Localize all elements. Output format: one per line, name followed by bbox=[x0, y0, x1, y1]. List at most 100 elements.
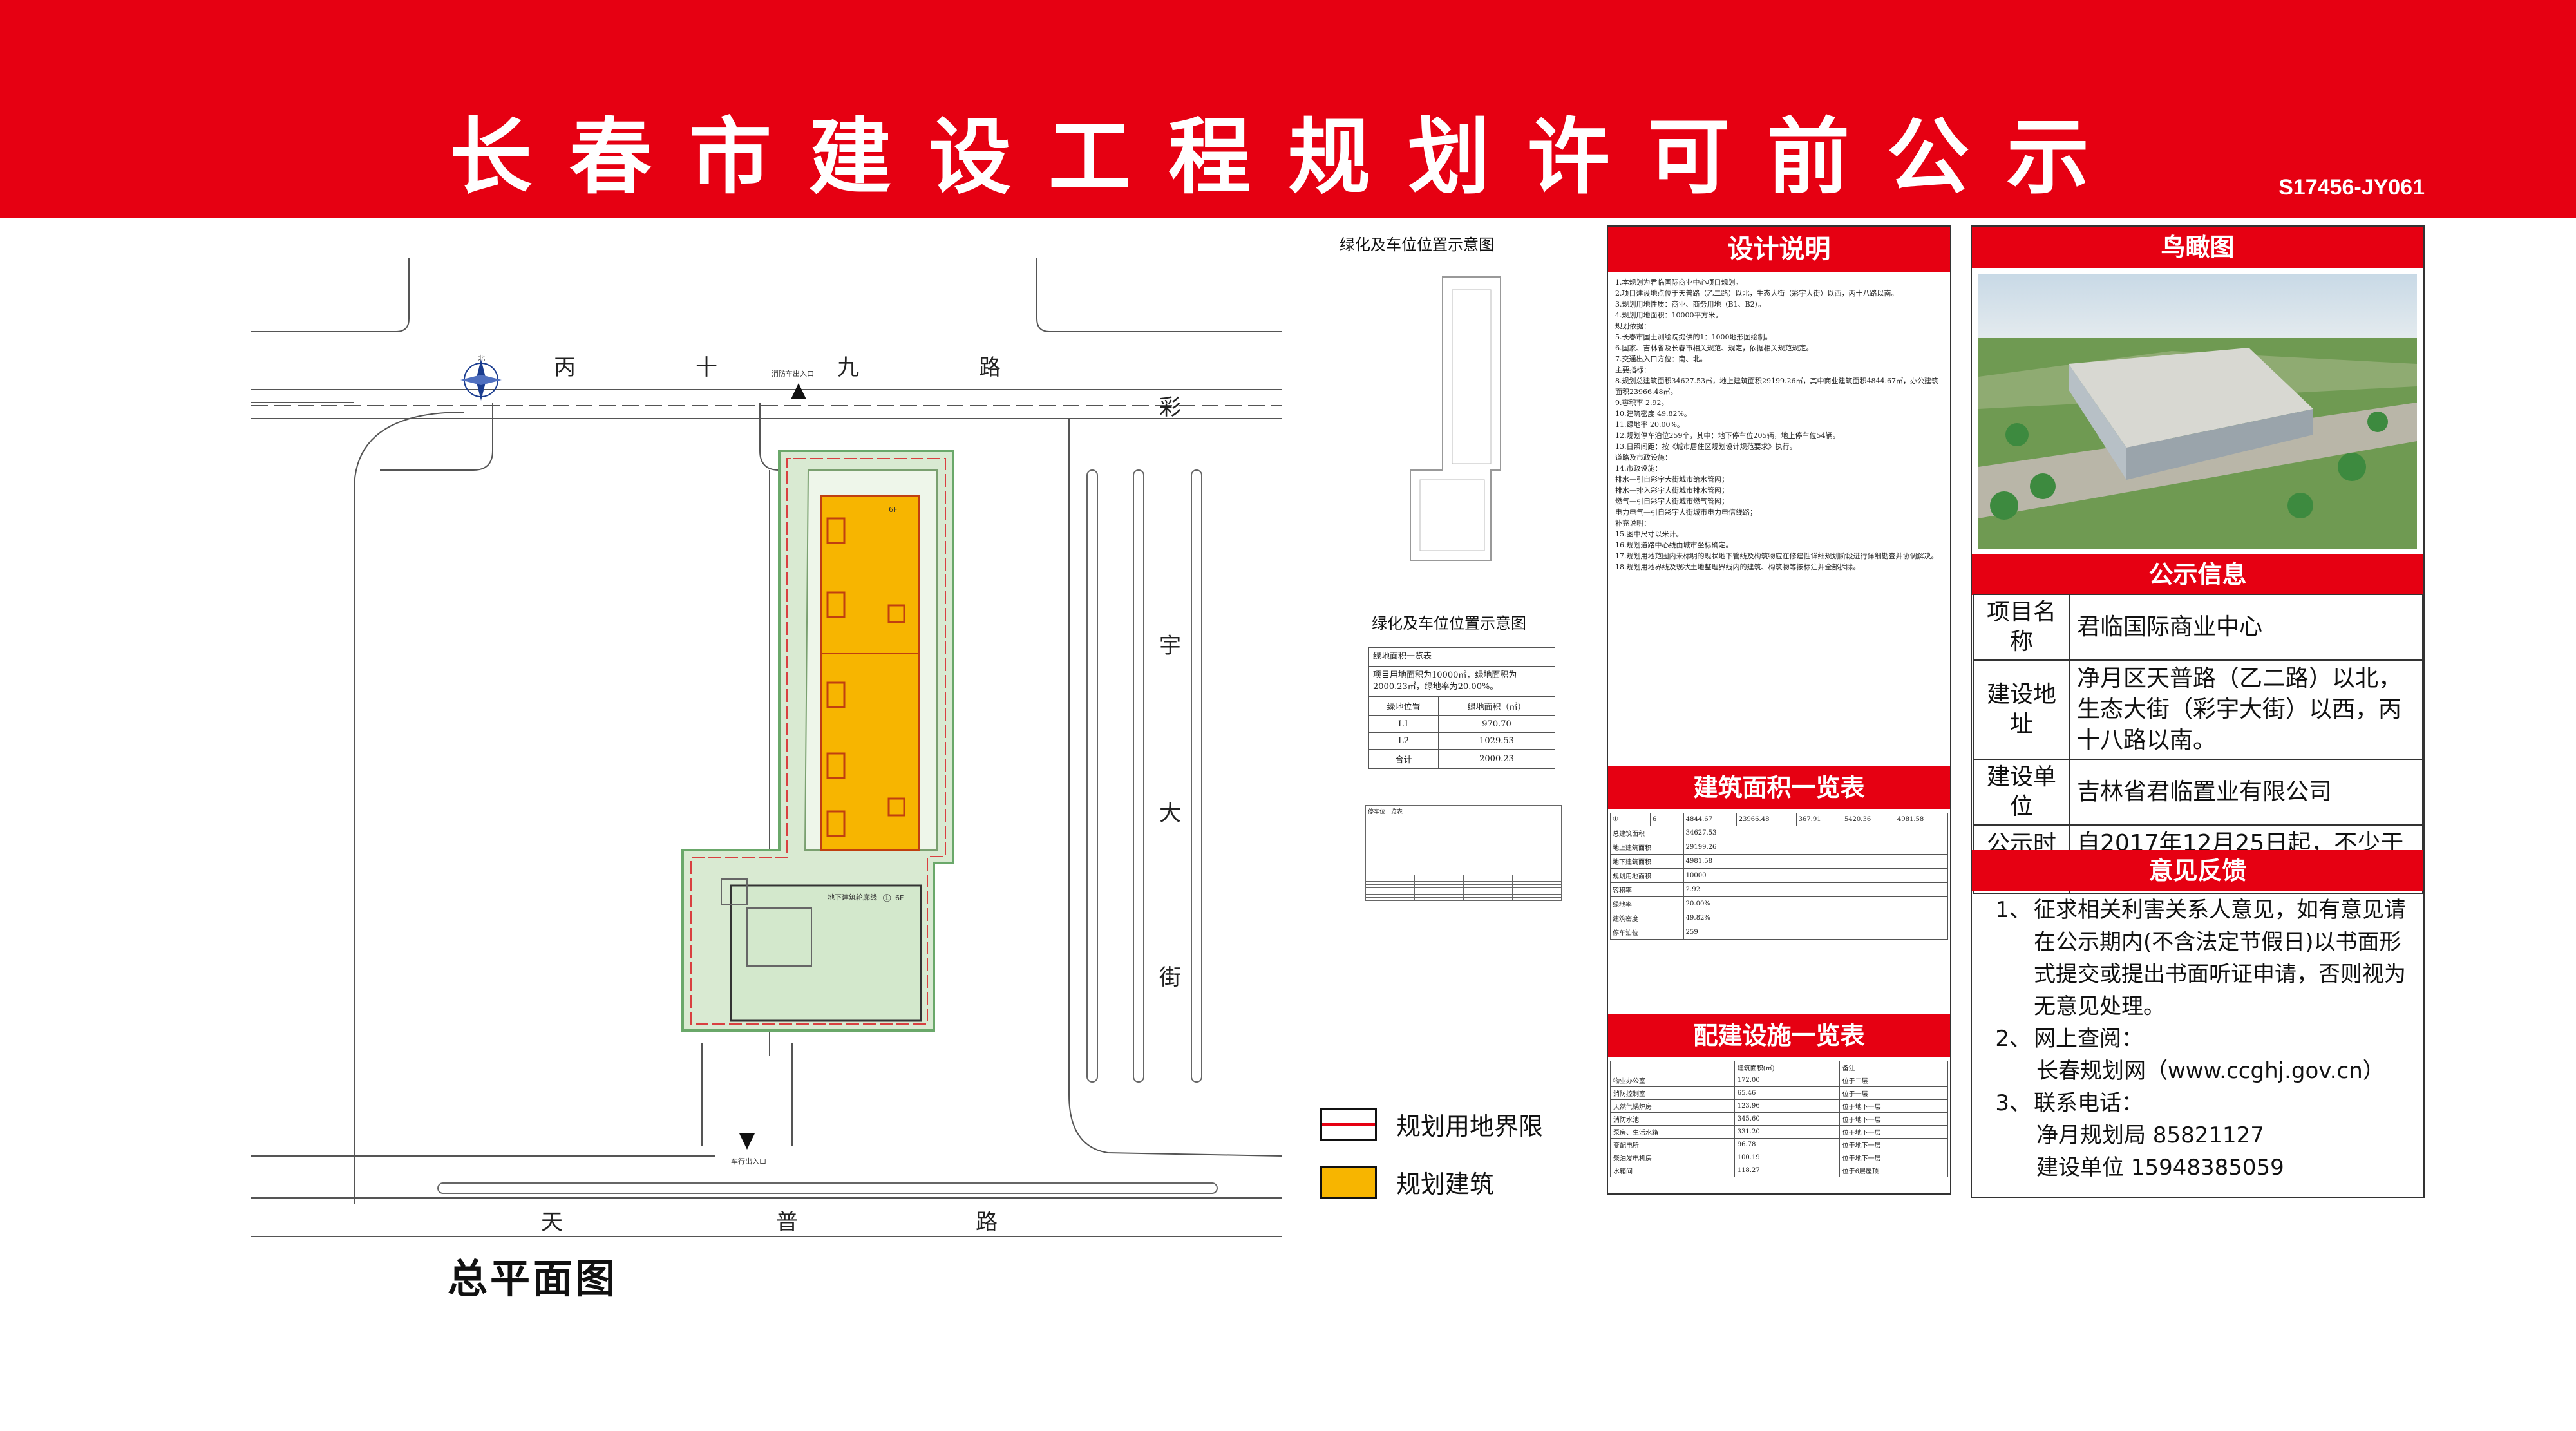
design-note-line: 5.长春市国土测绘院提供的1：1000地形图绘制。 bbox=[1615, 333, 1772, 341]
design-note-line: 排水—排入彩宇大街城市排水管网； bbox=[1615, 486, 1728, 495]
design-notes: 1.本规划为君临国际商业中心项目规划。2.项目建设地点位于天普路（乙二路）以北，… bbox=[1610, 277, 1948, 573]
table-cell: 331.20 bbox=[1734, 1125, 1840, 1139]
design-note-line: 8.规划总建筑面积34627.53㎡，地上建筑面积29199.26㎡，其中商业建… bbox=[1615, 377, 1938, 396]
design-note-line: 燃气—引自彩宇大街城市燃气管网； bbox=[1615, 497, 1728, 506]
area-table: ① 6 4844.67 23966.48 367.91 5420.36 4981… bbox=[1610, 813, 1949, 940]
table-cell: 消防控制室 bbox=[1610, 1086, 1735, 1100]
table-cell: 变配电所 bbox=[1610, 1138, 1735, 1151]
table-header: 备注 bbox=[1839, 1061, 1949, 1074]
table-cell: 位于6层屋顶 bbox=[1839, 1164, 1949, 1177]
table-cell: 位于一层 bbox=[1839, 1086, 1949, 1100]
road-label: 十 bbox=[696, 355, 717, 381]
greening-table-caption: 绿地面积一览表 bbox=[1368, 647, 1555, 667]
median-strip bbox=[1133, 469, 1144, 1083]
table-cell: 5420.36 bbox=[1841, 813, 1895, 826]
item-text: 网上查阅： bbox=[2034, 1026, 2143, 1052]
stair-core bbox=[826, 517, 846, 544]
legend-label: 规划建筑 bbox=[1396, 1170, 1495, 1199]
compass-icon bbox=[460, 359, 502, 401]
table-cell: 1029.53 bbox=[1438, 732, 1555, 750]
table-cell: ① bbox=[1610, 813, 1651, 826]
design-note-line: 排水—引自彩宇大街城市给水管网； bbox=[1615, 475, 1728, 484]
design-note-line: 主要指标： bbox=[1615, 366, 1651, 374]
stair-core bbox=[826, 810, 846, 837]
item-text: 征求相关利害关系人意见，如有意见请在公示期内(不含法定节假日)以书面形式提交或提… bbox=[2034, 897, 2406, 1019]
table-cell: 绿地率 bbox=[1610, 896, 1684, 911]
table-cell: 23966.48 bbox=[1736, 813, 1797, 826]
phone-planning: 净月规划局 85821127 bbox=[2036, 1123, 2264, 1148]
table-cell: 停车泊位 bbox=[1610, 925, 1684, 940]
feedback-title: 意见反馈 bbox=[1972, 850, 2423, 891]
stair-core bbox=[826, 591, 846, 618]
design-note-line: 规划依据： bbox=[1615, 322, 1651, 330]
website-link[interactable]: 长春规划网（www.ccghj.gov.cn） bbox=[2036, 1058, 2385, 1084]
design-note-line: 17.规划用地范围内未标明的现状地下管线及构筑物应在修建性详细规划阶段进行详细勘… bbox=[1615, 552, 1938, 560]
table-cell: 柴油发电机房 bbox=[1610, 1151, 1735, 1164]
curb-line bbox=[1036, 258, 1282, 332]
table-cell: 位于地下一层 bbox=[1839, 1112, 1949, 1126]
table-cell: 100.19 bbox=[1734, 1151, 1840, 1164]
boundary-swatch bbox=[1320, 1107, 1377, 1141]
table-cell: 位于地下一层 bbox=[1839, 1138, 1949, 1151]
table-header: 绿地位置 bbox=[1368, 696, 1439, 716]
median-strip bbox=[1086, 469, 1098, 1083]
page-title: 长春市建设工程规划许可前公示 bbox=[449, 109, 2126, 205]
table-cell: 位于地下一层 bbox=[1839, 1125, 1949, 1139]
table-cell: 65.46 bbox=[1734, 1086, 1840, 1100]
table-cell: 位于地下一层 bbox=[1839, 1099, 1949, 1113]
design-note-line: 电力电气—引自彩宇大街城市电力电信线路； bbox=[1615, 508, 1757, 516]
info-value: 君临国际商业中心 bbox=[2069, 594, 2423, 661]
table-header: 建筑面积(㎡) bbox=[1734, 1061, 1840, 1074]
legend-item-building: 规划建筑 bbox=[1320, 1164, 1494, 1200]
road-label: 丙 bbox=[554, 355, 576, 381]
table-cell: 6 bbox=[1649, 813, 1684, 826]
item-number: 1、 bbox=[1995, 897, 2031, 923]
north-entrance-label: 消防车出入口 bbox=[772, 370, 814, 378]
document-code: S17456-JY061 bbox=[2278, 175, 2425, 200]
design-panel-title: 设计说明 bbox=[1608, 227, 1950, 272]
legend-item-boundary: 规划用地界限 bbox=[1320, 1106, 1543, 1142]
site-plan: 丙 十 九 路 彩 宇 大 街 天 普 路 消防车出入口 车行出入口 地下建筑轮… bbox=[251, 258, 1294, 1243]
info-key: 项目名称 bbox=[1973, 594, 2070, 661]
table-header: 绿地面积（㎡） bbox=[1438, 696, 1555, 716]
greening-sketch bbox=[1372, 258, 1558, 592]
table-row: L1 970.70 bbox=[1368, 716, 1555, 733]
north-mark-label: 北 bbox=[478, 354, 485, 363]
aerial-title: 鸟瞰图 bbox=[1972, 227, 2423, 268]
table-row: L2 1029.53 bbox=[1368, 732, 1555, 750]
table-cell: 地上建筑面积 bbox=[1610, 840, 1684, 855]
road-label: 彩 bbox=[1159, 395, 1181, 421]
table-cell: 96.78 bbox=[1734, 1138, 1840, 1151]
table-cell: 4981.58 bbox=[1894, 813, 1949, 826]
greening-table-note: 项目用地面积为10000㎡，绿地面积为2000.23㎡，绿地率为20.00%。 bbox=[1368, 666, 1555, 697]
planned-building bbox=[820, 495, 920, 851]
item-text: 联系电话： bbox=[2034, 1090, 2143, 1116]
info-key: 建设地址 bbox=[1973, 659, 2070, 760]
table-cell: 天然气锅炉房 bbox=[1610, 1099, 1735, 1113]
table-cell: 4981.58 bbox=[1683, 854, 1949, 869]
floors-label: 6F bbox=[895, 894, 904, 902]
table-cell: 地下建筑面积 bbox=[1610, 854, 1684, 869]
table-row: 建设单位 吉林省君临置业有限公司 bbox=[1973, 759, 2423, 826]
table-cell: 总建筑面积 bbox=[1610, 826, 1684, 840]
feedback-item: 1、 征求相关利害关系人意见，如有意见请在公示期内(不含法定节假日)以书面形式提… bbox=[1984, 894, 2418, 1023]
table-cell: L2 bbox=[1368, 732, 1439, 750]
table-cell: 2.92 bbox=[1683, 882, 1949, 897]
design-note-line: 14.市政设施： bbox=[1615, 464, 1662, 473]
stair-core bbox=[826, 681, 846, 708]
table-row: 建设地址 净月区天普路（乙二路）以北，生态大街（彩宇大街）以西，丙十八路以南。 bbox=[1973, 659, 2423, 760]
table-header bbox=[1610, 1061, 1735, 1074]
table-row: 合计 2000.23 bbox=[1368, 749, 1555, 769]
table-row: ① 6 4844.67 23966.48 367.91 5420.36 4981… bbox=[1610, 813, 1949, 826]
road-label: 大 bbox=[1159, 801, 1181, 826]
design-note-line: 11.绿地率 20.00%。 bbox=[1615, 421, 1684, 429]
design-note-line: 18.规划用地界线及现状土地整理界线内的建筑、构筑物等按标注并全部拆除。 bbox=[1615, 563, 1861, 571]
design-note-line: 2.项目建设地点位于天普路（乙二路）以北，生态大街（彩宇大街）以西，丙十八路以南… bbox=[1615, 289, 1899, 298]
site-plan-title: 总平面图 bbox=[448, 1255, 618, 1302]
design-note-line: 15.图中尺寸以米计。 bbox=[1615, 530, 1683, 538]
parking-table-caption: 停车位一览表 bbox=[1365, 805, 1562, 817]
